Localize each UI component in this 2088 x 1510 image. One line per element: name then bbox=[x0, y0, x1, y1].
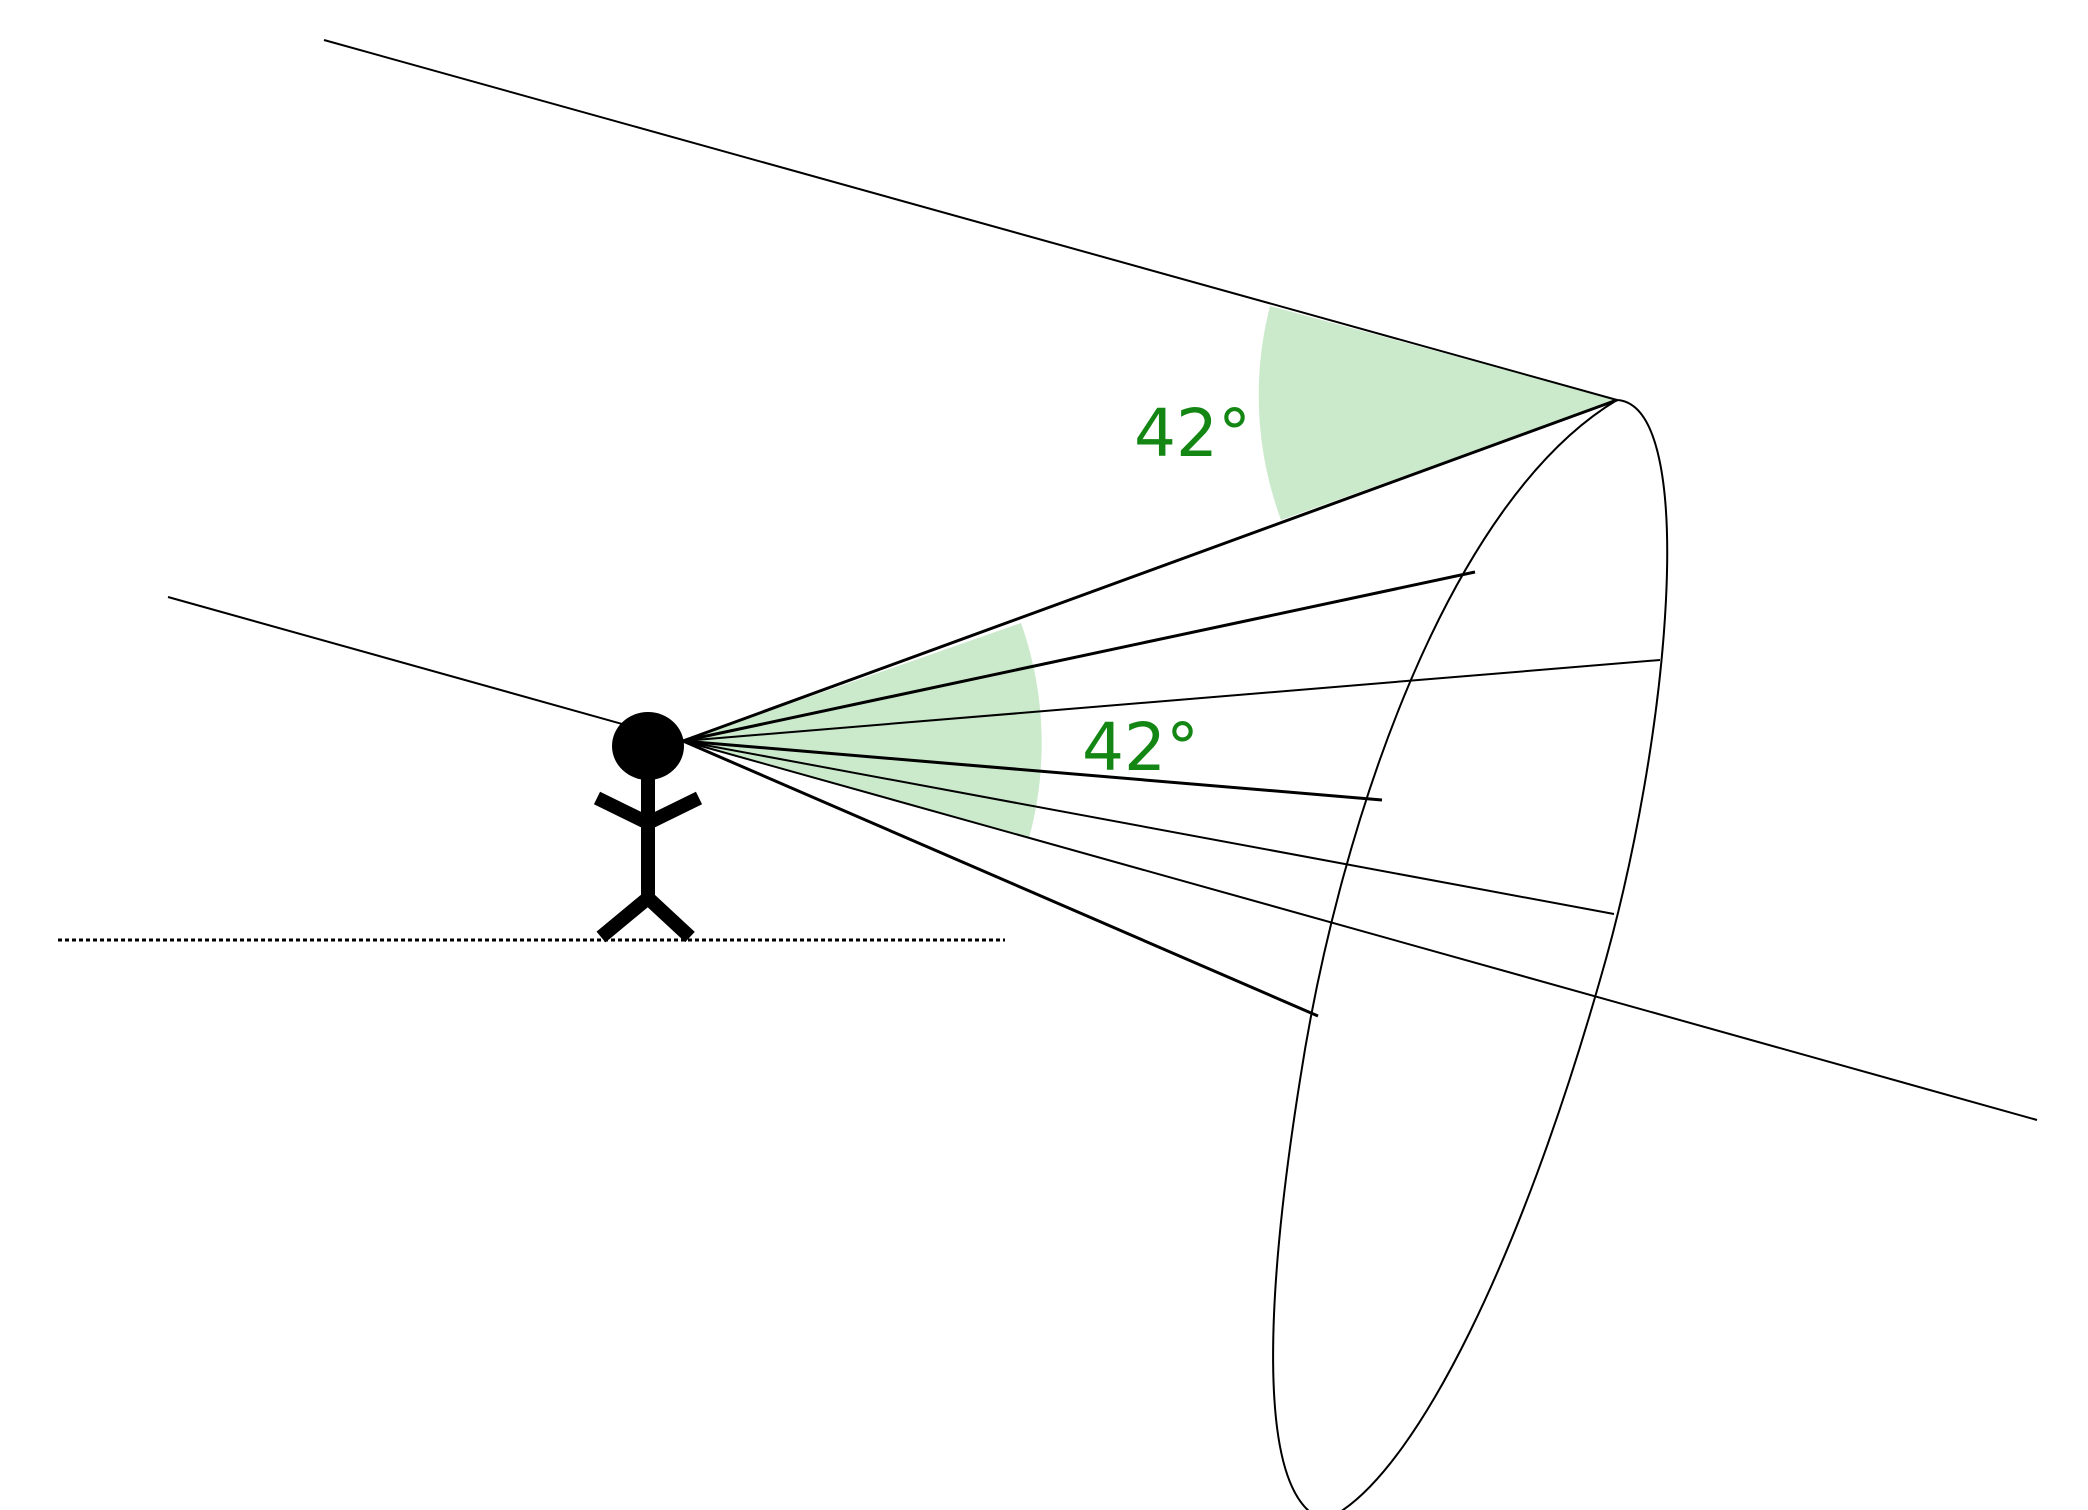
sun-ray-upper bbox=[323, 39, 1618, 401]
upper-angle-label: 42° bbox=[1134, 395, 1251, 472]
lower-angle-label: 42° bbox=[1082, 709, 1199, 786]
cone-ray-5 bbox=[682, 740, 1615, 915]
sun-ray-lower-right bbox=[682, 740, 2038, 1121]
cone-rays bbox=[682, 398, 1661, 1018]
cone-ray-3 bbox=[682, 659, 1661, 742]
rainbow-cone-ellipse bbox=[1272, 398, 1669, 1510]
observer-arms bbox=[593, 791, 703, 831]
upper-angle-wedge bbox=[1258, 306, 1617, 520]
observer-legs bbox=[596, 888, 695, 943]
lower-angle-wedge bbox=[683, 623, 1042, 838]
cone-ray-1 bbox=[682, 398, 1618, 743]
stick-figure-observer-icon bbox=[593, 712, 703, 943]
sun-ray-lower-left bbox=[167, 596, 684, 742]
cone-ray-6 bbox=[682, 739, 1319, 1018]
cone-ray-4 bbox=[682, 739, 1383, 802]
cone-ray-2 bbox=[682, 570, 1476, 743]
observer-head bbox=[612, 712, 684, 780]
